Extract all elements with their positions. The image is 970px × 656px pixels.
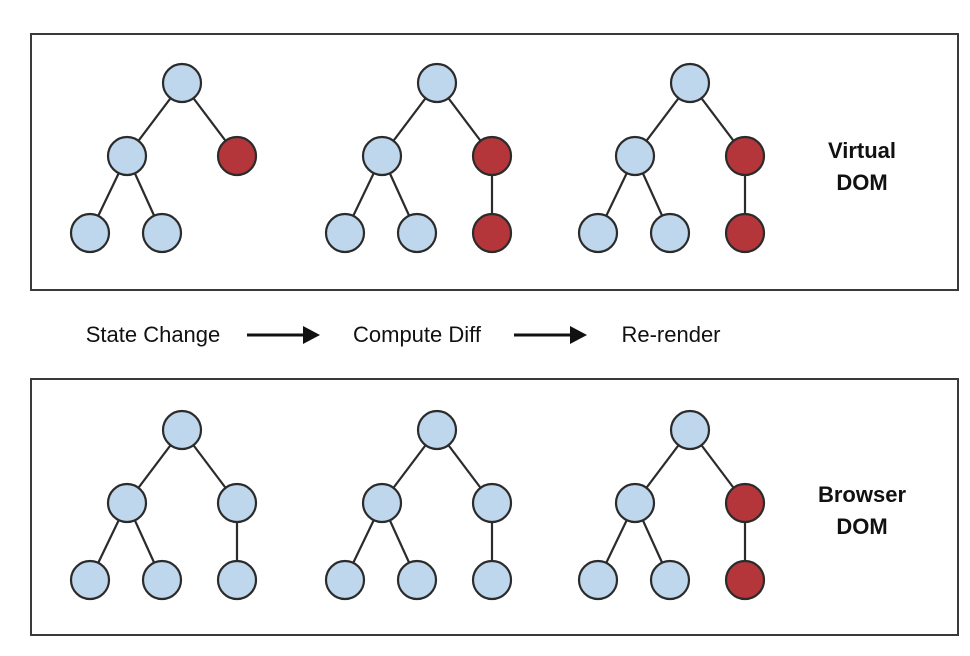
browser-tree-2 [324,409,513,601]
unchanged-node [106,135,148,177]
unchanged-node [161,62,203,104]
virtual-tree-3 [577,62,766,254]
changed-node [724,482,766,524]
unchanged-node [324,559,366,601]
browser-tree-3 [577,409,766,601]
flow-arrow-1-head [303,326,320,344]
virtual-dom-label-line2: DOM [836,170,887,195]
unchanged-node [577,212,619,254]
browser-tree-1 [69,409,258,601]
unchanged-node [669,409,711,451]
unchanged-node [69,559,111,601]
unchanged-node [416,62,458,104]
virtual-dom-label-line1: Virtual [828,138,896,163]
changed-node [471,212,513,254]
unchanged-node [416,409,458,451]
unchanged-node [141,212,183,254]
unchanged-node [577,559,619,601]
browser-dom-panel: Browser DOM [30,378,959,636]
browser-dom-label-line1: Browser [818,482,906,507]
flow-row: State Change Compute Diff Re-render [86,322,721,347]
unchanged-node [614,482,656,524]
flow-step-re-render: Re-render [621,322,720,347]
flow-step-state-change: State Change [86,322,221,347]
unchanged-node [471,482,513,524]
unchanged-node [161,409,203,451]
changed-node [471,135,513,177]
unchanged-node [361,135,403,177]
virtual-tree-2 [324,62,513,254]
unchanged-node [396,212,438,254]
unchanged-node [471,559,513,601]
changed-node [724,212,766,254]
unchanged-node [216,559,258,601]
unchanged-node [669,62,711,104]
unchanged-node [361,482,403,524]
virtual-tree-1 [69,62,258,254]
unchanged-node [396,559,438,601]
browser-dom-trees [69,409,766,601]
unchanged-node [324,212,366,254]
unchanged-node [106,482,148,524]
unchanged-node [216,482,258,524]
changed-node [724,559,766,601]
flow-arrow-2 [514,326,587,344]
unchanged-node [649,559,691,601]
unchanged-node [614,135,656,177]
changed-node [216,135,258,177]
unchanged-node [141,559,183,601]
virtual-dom-trees [69,62,766,254]
changed-node [724,135,766,177]
virtual-dom-panel: Virtual DOM [30,33,959,291]
unchanged-node [69,212,111,254]
flow-arrow-2-head [570,326,587,344]
browser-dom-label-line2: DOM [836,514,887,539]
unchanged-node [649,212,691,254]
flow-step-compute-diff: Compute Diff [353,322,482,347]
flow-arrow-1 [247,326,320,344]
